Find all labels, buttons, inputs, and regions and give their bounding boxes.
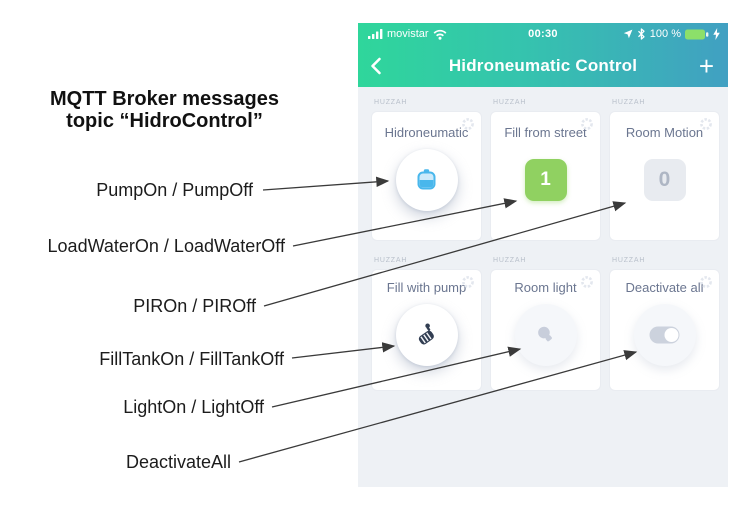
deactivate-all-toggle[interactable] (633, 304, 696, 366)
carrier-label: movistar (387, 28, 429, 40)
widget-card[interactable]: Room light (490, 269, 601, 391)
widget-card[interactable]: Fill from street 1 (490, 111, 601, 241)
widget-title: Room Motion (625, 125, 704, 140)
widget-title: Fill with pump (386, 280, 467, 295)
hidroneumatic-pump-button[interactable] (395, 149, 458, 211)
gear-icon[interactable] (699, 117, 713, 131)
bluetooth-icon (637, 28, 645, 40)
gear-icon[interactable] (461, 275, 475, 289)
room-light-button[interactable] (514, 304, 577, 366)
status-bar-time: 00:30 (528, 28, 558, 40)
label-deactivateall: DeactivateAll (125, 452, 231, 472)
status-bar-right: 100 % (623, 28, 720, 40)
toggle-icon (649, 326, 679, 344)
label-piron-piroff: PIROn / PIROff (133, 296, 256, 316)
app-title: Hidroneumatic Control (448, 56, 638, 75)
widget-fill-from-street: HUZZAH Fill from street 1 (490, 99, 601, 241)
device-label: HUZZAH (612, 99, 646, 106)
device-label: HUZZAH (374, 257, 408, 264)
widget-title: Deactivate all (625, 280, 704, 295)
widget-title: Fill from street (504, 125, 587, 140)
annotation-heading: MQTT Broker messages topic “HidroControl… (22, 88, 307, 132)
gear-icon[interactable] (461, 117, 475, 131)
nav-bar: Hidroneumatic Control + (358, 45, 728, 87)
room-motion-value: 0 (643, 159, 686, 201)
widget-fill-with-pump: HUZZAH Fill with pump (371, 257, 482, 391)
wifi-icon (433, 29, 446, 40)
device-label: HUZZAH (493, 99, 527, 106)
back-button[interactable] (370, 57, 382, 75)
light-bulb-icon (537, 326, 552, 342)
annotation-heading-line2: topic “HidroControl” (66, 110, 263, 132)
gear-icon[interactable] (580, 117, 594, 131)
pump-icon (418, 323, 434, 345)
widget-card[interactable]: Deactivate all (609, 269, 720, 391)
label-loadwateron-loadwateroff: LoadWaterOn / LoadWaterOff (47, 236, 285, 256)
battery-icon (685, 29, 709, 39)
fill-with-pump-button[interactable] (395, 304, 458, 366)
widget-title: Room light (514, 280, 577, 295)
charging-bolt-icon (713, 28, 720, 40)
widget-card[interactable]: Hidroneumatic (371, 111, 482, 241)
device-label: HUZZAH (612, 257, 646, 264)
status-bar: movistar 00:30 100 % (358, 23, 728, 45)
water-tank-icon (417, 169, 436, 190)
label-pumpon-pumpoff: PumpOn / PumpOff (96, 180, 253, 200)
location-icon (623, 29, 633, 39)
status-bar-left: movistar (368, 28, 447, 40)
device-label: HUZZAH (493, 257, 527, 264)
widget-room-motion: HUZZAH Room Motion 0 (609, 99, 720, 241)
gear-icon[interactable] (580, 275, 594, 289)
widget-card[interactable]: Fill with pump (371, 269, 482, 391)
phone-app-screenshot: movistar 00:30 100 % (358, 23, 728, 487)
widget-room-light: HUZZAH Room light (490, 257, 601, 391)
widget-title: Hidroneumatic (384, 125, 469, 140)
battery-percent-label: 100 % (649, 28, 681, 40)
annotation-heading-line1: MQTT Broker messages (50, 88, 279, 110)
signal-bars-icon (368, 29, 383, 39)
device-label: HUZZAH (374, 99, 408, 106)
widget-card[interactable]: Room Motion 0 (609, 111, 720, 241)
gear-icon[interactable] (699, 275, 713, 289)
app-header: movistar 00:30 100 % (358, 23, 728, 87)
label-lighton-lightoff: LightOn / LightOff (123, 397, 264, 417)
widget-hidroneumatic: HUZZAH Hidroneumatic (371, 99, 482, 241)
widget-deactivate-all: HUZZAH Deactivate all (609, 257, 720, 391)
fill-from-street-value: 1 (524, 159, 567, 201)
add-widget-button[interactable]: + (698, 51, 714, 81)
chevron-left-icon (371, 57, 381, 75)
label-filltankon-filltankoff: FillTankOn / FillTankOff (99, 349, 284, 369)
